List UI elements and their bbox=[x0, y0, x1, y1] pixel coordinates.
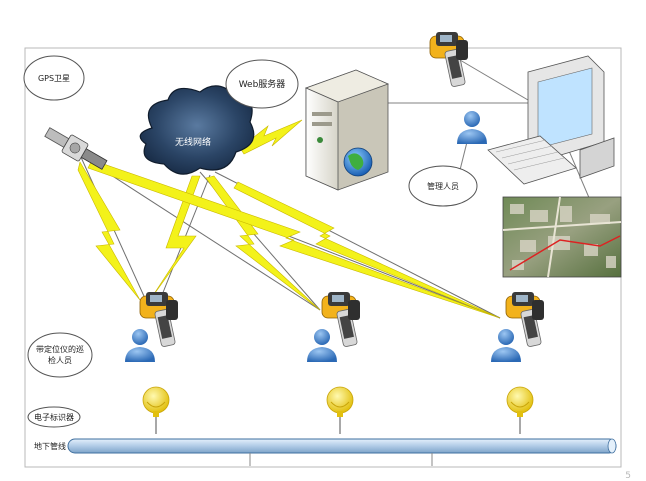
marker-label-bubble: 电子标识器 bbox=[27, 406, 81, 428]
electronic-marker-2 bbox=[326, 386, 354, 435]
wireless-cloud: 无线网络 bbox=[139, 85, 255, 175]
lightning-gps-inspector3 bbox=[87, 159, 501, 319]
lightning-cloud-server bbox=[239, 119, 303, 155]
gps-satellite bbox=[44, 127, 108, 170]
inspector-person-icon-2 bbox=[307, 329, 337, 362]
admin-label-bubble: 管理人员 bbox=[408, 165, 478, 207]
lightning-gps-inspector1 bbox=[77, 161, 141, 301]
inspector-label-bubble: 带定位仪的巡 检人员 bbox=[27, 332, 93, 378]
inspector-person-icon-3 bbox=[491, 329, 521, 362]
wireless-label: 无线网络 bbox=[175, 136, 211, 148]
gps-label: GPS卫星 bbox=[38, 74, 70, 83]
underground-pipeline bbox=[67, 438, 617, 466]
slide-number: 5 bbox=[625, 471, 631, 481]
inspector-person-icon-1 bbox=[125, 329, 155, 362]
admin-person-icon bbox=[457, 111, 487, 144]
lightning-cloud-inspector3 bbox=[233, 181, 501, 319]
admin-label: 管理人员 bbox=[427, 181, 459, 191]
gps-label-bubble: GPS卫星 bbox=[23, 55, 85, 101]
inspector-label-line2: 检人员 bbox=[48, 355, 72, 365]
handheld-device-top bbox=[429, 31, 469, 88]
inspector-label-line1: 带定位仪的巡 bbox=[36, 344, 84, 354]
web-server-icon bbox=[304, 69, 390, 191]
lightning-cloud-inspector1 bbox=[149, 175, 201, 301]
electronic-marker-1 bbox=[142, 386, 170, 435]
computer-icon bbox=[487, 55, 615, 185]
pipeline-label: 地下管线 bbox=[34, 441, 66, 451]
web-server-label-bubble: Web服务器 bbox=[225, 59, 299, 109]
globe-icon bbox=[343, 147, 373, 177]
marker-label: 电子标识器 bbox=[34, 412, 74, 422]
web-server-label: Web服务器 bbox=[239, 78, 286, 90]
wireless-lightning bbox=[77, 119, 501, 319]
electronic-marker-3 bbox=[506, 386, 534, 435]
satellite-map-image bbox=[502, 196, 622, 278]
